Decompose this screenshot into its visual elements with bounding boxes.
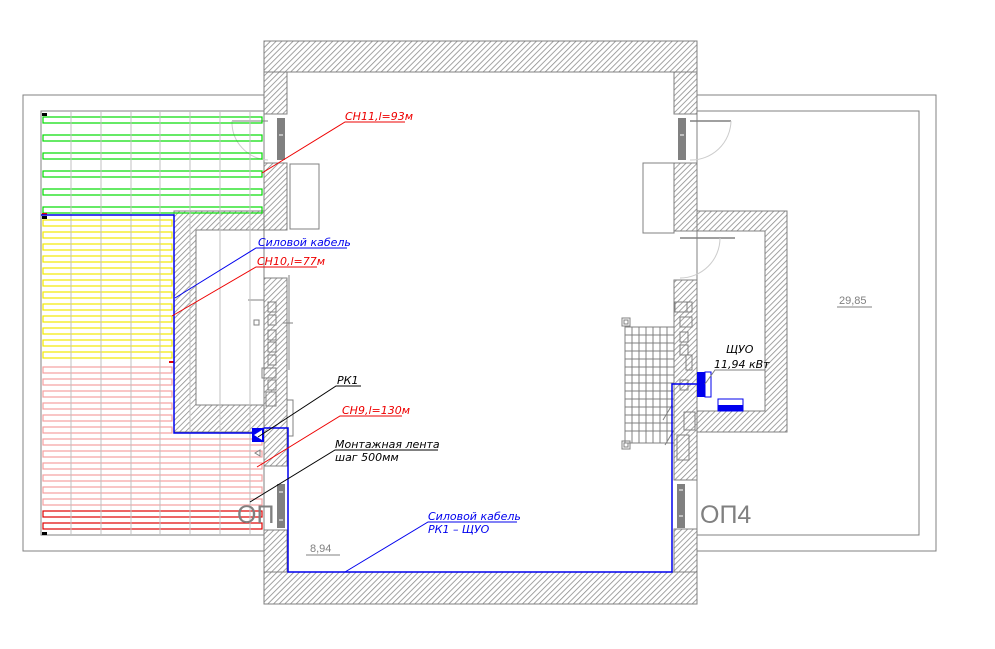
wall-right-room [696, 210, 788, 433]
room-tag-left: ОП [237, 501, 274, 529]
distribution-panel [697, 371, 744, 412]
cable-loop-ch9 [42, 414, 173, 422]
wall-top [263, 40, 698, 73]
left-terrace-inner [40, 110, 265, 536]
wall-right-top [673, 71, 698, 115]
cable-loop-ch9 [42, 474, 263, 482]
cable-loop-ch10 [42, 219, 173, 227]
wall-left-top [263, 71, 288, 115]
power-cable [41, 214, 702, 573]
window-right-bottom [677, 484, 685, 528]
room-tag-right: ОП4 [700, 501, 751, 529]
cable-loop-ch11 [42, 134, 263, 142]
cable-loop-ch9 [42, 438, 263, 446]
leader-power-cable-1 [174, 247, 347, 299]
leader-lines [171, 121, 872, 573]
cable-loop-ch9 [42, 426, 173, 434]
cable-loop-ch10 [42, 231, 173, 239]
cable-end-marker [42, 113, 47, 116]
label-mounting-tape-1: Монтажная лента [335, 438, 440, 451]
cable-loop-ch9 [42, 462, 263, 470]
leader-power-cable-2 [344, 521, 517, 573]
room-area-left: 8,94 [310, 543, 331, 555]
heating-zones [42, 112, 263, 535]
leader-ch11 [261, 121, 405, 174]
label-ch10: СН10,l=77м [257, 255, 325, 268]
cable-loop-ch10 [42, 243, 173, 251]
window-left-top [277, 118, 285, 160]
wall-left-mid [263, 162, 288, 231]
cable-loop-ch10 [42, 303, 173, 311]
power-cable-zone-boundary [41, 214, 252, 434]
cable-loop-ch11 [42, 152, 263, 160]
cable-loop-ch10 [42, 255, 173, 263]
cable-loop-ch9 [42, 402, 173, 410]
annotations: СН11,l=93м Силовой кабель СН10,l=77м РК1… [237, 110, 867, 555]
cable-loop-ch9 [42, 366, 173, 374]
cable-loop-ch9 [42, 498, 263, 506]
wall-bottom [263, 571, 698, 605]
cable-loop-ch11 [42, 170, 263, 178]
cable-loop-ch10 [42, 351, 173, 359]
cabinet-right [642, 162, 675, 234]
cable-end-marker [42, 213, 47, 215]
left-terrace-outer [22, 94, 265, 552]
wall-left-room [173, 210, 265, 433]
cable-loop-ch10 [42, 291, 173, 299]
cable-loop-ch9 [42, 510, 263, 518]
window-right-top [678, 118, 686, 160]
cabinet-left [289, 163, 320, 230]
rk1-thermostat [252, 428, 264, 457]
cable-loop-ch9 [42, 390, 173, 398]
wall-right-mid [673, 162, 698, 232]
shower-grid [621, 317, 675, 450]
label-rk1: РК1 [337, 374, 358, 387]
cable-loop-ch10 [42, 267, 173, 275]
room-area-right: 29,85 [839, 295, 867, 307]
label-panel-power: 11,94 кВт [714, 358, 770, 371]
leader-rk1 [257, 385, 361, 438]
cable-loop-ch10 [42, 279, 173, 287]
cable-loop-ch9 [42, 522, 263, 530]
cable-loop-ch10 [42, 327, 173, 335]
label-power-cable-3: РК1 – ЩУО [428, 523, 490, 536]
cable-end-marker [169, 361, 174, 363]
walls [173, 40, 788, 605]
label-power-cable-2: Силовой кабель [428, 510, 521, 523]
cable-loop-ch11 [42, 116, 263, 124]
cable-loop-ch9 [42, 450, 263, 458]
cable-loop-ch10 [42, 339, 173, 347]
openings [231, 118, 735, 528]
leader-mounting-tape [249, 449, 438, 503]
cable-loop-ch9 [42, 378, 173, 386]
leader-panel [704, 369, 765, 385]
leader-ch10 [171, 266, 317, 317]
power-cable-route [264, 383, 702, 573]
cable-end-marker [42, 532, 47, 535]
label-ch11: СН11,l=93м [345, 110, 413, 123]
leader-ch9 [256, 415, 402, 468]
label-panel-name: ЩУО [726, 343, 754, 356]
wall-left-bottom [263, 529, 288, 573]
label-mounting-tape-2: шаг 500мм [335, 451, 399, 464]
label-ch9: СН9,l=130м [342, 404, 410, 417]
cable-loop-ch9 [42, 486, 263, 494]
right-terrace-inner [696, 110, 920, 536]
right-terrace-outer [696, 94, 937, 552]
label-power-cable-1: Силовой кабель [258, 236, 351, 249]
cable-loop-ch11 [42, 206, 263, 214]
cable-loop-ch10 [42, 315, 173, 323]
cable-loop-ch11 [42, 188, 263, 196]
wall-right-bottom [673, 528, 698, 573]
window-left-bottom [277, 484, 285, 528]
cable-end-marker [42, 216, 47, 219]
